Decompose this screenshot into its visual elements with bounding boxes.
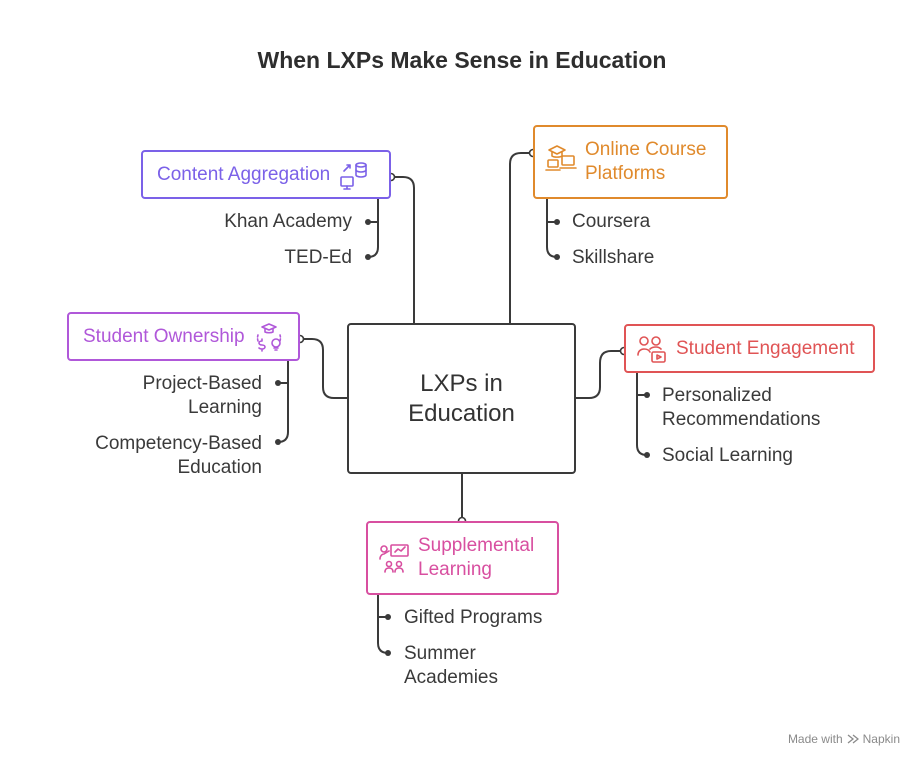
student-ownership-label: Student Ownership <box>83 325 245 347</box>
student-engagement-label: Student Engagement <box>676 337 855 359</box>
content-aggregation-label: Content Aggregation <box>157 163 331 185</box>
list-item-line1: Project-Based <box>142 373 262 394</box>
supplemental-learning-label: Supplemental Learning <box>418 534 534 582</box>
online-graduation-icon <box>545 145 577 171</box>
teacher-group-icon <box>379 544 409 573</box>
list-item: Skillshare <box>572 247 655 268</box>
center-label: LXPs in Education <box>408 369 515 429</box>
online-course-label-line2: Platforms <box>585 163 666 184</box>
brand-text: Napkin <box>862 732 900 746</box>
student-ownership-node: Student Ownership <box>67 312 300 361</box>
center-label-line2: Education <box>408 399 515 427</box>
napkin-logo-icon <box>847 734 859 744</box>
list-item: Summer Academies <box>404 642 498 690</box>
list-item-line1: Personalized <box>662 385 772 406</box>
graduation-idea-icon <box>256 322 281 352</box>
list-item: Personalized Recommendations <box>662 384 820 432</box>
list-item-line2: Academies <box>404 667 498 688</box>
list-item: Project-Based Learning <box>70 372 262 420</box>
list-item-line2: Recommendations <box>662 409 821 430</box>
online-course-platforms-node: Online Course Platforms <box>533 125 728 199</box>
online-course-label-line1: Online Course <box>585 139 707 160</box>
supplemental-label-line1: Supplemental <box>418 535 535 556</box>
list-item: TED-Ed <box>284 247 352 268</box>
center-label-line1: LXPs in <box>420 369 503 397</box>
supplemental-label-line2: Learning <box>418 559 492 580</box>
list-item: Khan Academy <box>224 211 352 232</box>
center-node: LXPs in Education <box>347 323 576 474</box>
online-course-platforms-label: Online Course Platforms <box>585 138 706 186</box>
page-title: When LXPs Make Sense in Education <box>257 47 667 73</box>
list-item-line1: Competency-Based <box>95 433 262 454</box>
list-item: Social Learning <box>662 445 793 466</box>
users-video-icon <box>637 335 666 363</box>
list-item: Competency-Based Education <box>70 432 262 480</box>
list-item-line2: Education <box>177 457 262 478</box>
made-with-text: Made with <box>787 732 843 746</box>
footer-attribution: Made with Napkin <box>788 732 900 746</box>
supplemental-learning-node: Supplemental Learning <box>366 521 559 595</box>
student-engagement-node: Student Engagement <box>624 324 875 373</box>
list-item: Coursera <box>572 211 651 232</box>
content-aggregation-node: Content Aggregation <box>141 150 391 199</box>
list-item-line2: Learning <box>188 397 262 418</box>
list-item: Gifted Programs <box>404 607 543 628</box>
database-transfer-icon <box>340 161 368 190</box>
list-item-line1: Summer <box>404 643 476 664</box>
